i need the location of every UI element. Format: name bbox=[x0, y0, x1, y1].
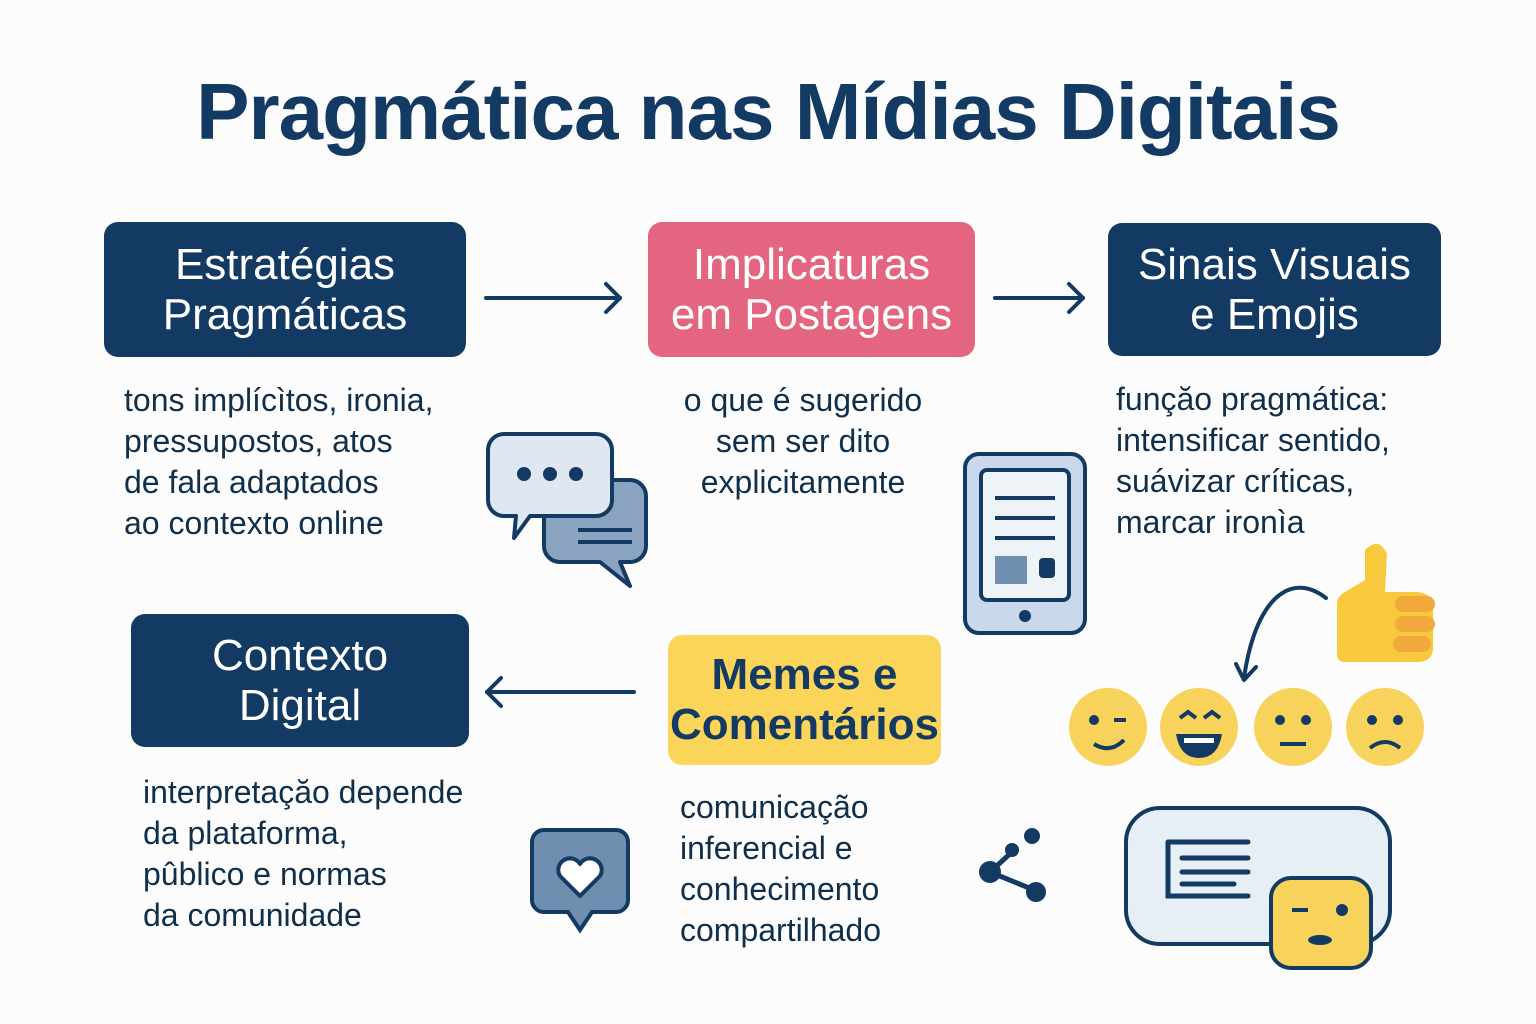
curved-arrow-icon bbox=[1234, 585, 1328, 682]
chat-bubbles-icon bbox=[486, 432, 648, 588]
node-memes-comentarios: Memes e Comentários bbox=[668, 635, 941, 765]
smartphone-icon bbox=[963, 452, 1087, 635]
winking-face-icon bbox=[1269, 876, 1373, 970]
description-implicaturas: o que é sugerido sem ser dito explicitam… bbox=[683, 382, 923, 500]
arrow-right-icon bbox=[484, 282, 622, 314]
node-estrategias-pragmaticas: Estratégias Pragmáticas bbox=[104, 222, 466, 357]
sad-emoji-icon bbox=[1346, 688, 1424, 766]
arrow-right-icon bbox=[993, 282, 1085, 314]
page-title: Pragmática nas Mídias Digitais bbox=[196, 67, 1341, 156]
thumbs-up-icon bbox=[1337, 543, 1435, 662]
message-card-icon bbox=[1124, 806, 1392, 970]
description-memes: comunicação inferencial e conhecimento c… bbox=[680, 789, 881, 948]
laughing-emoji-icon bbox=[1160, 688, 1238, 766]
description-estrategias: tons implícìtos, ironia, pressupostos, a… bbox=[124, 382, 434, 541]
node-sinais-visuais-emojis: Sinais Visuais e Emojis bbox=[1108, 223, 1441, 356]
winking-emoji-icon bbox=[1069, 688, 1147, 766]
share-icon bbox=[979, 828, 1046, 902]
description-sinais-visuais: funçăo pragmática: intensificar sentido,… bbox=[1116, 381, 1390, 540]
arrow-left-icon bbox=[485, 676, 636, 708]
node-implicaturas-em-postagens: Implicaturas em Postagens bbox=[648, 222, 975, 357]
node-contexto-digital: Contexto Digital bbox=[131, 614, 469, 747]
heart-bubble-icon bbox=[530, 828, 630, 934]
neutral-emoji-icon bbox=[1254, 688, 1332, 766]
emoji-row bbox=[1069, 688, 1424, 766]
description-contexto-digital: interpretaçăo depende da plataforma, pûb… bbox=[143, 774, 464, 933]
